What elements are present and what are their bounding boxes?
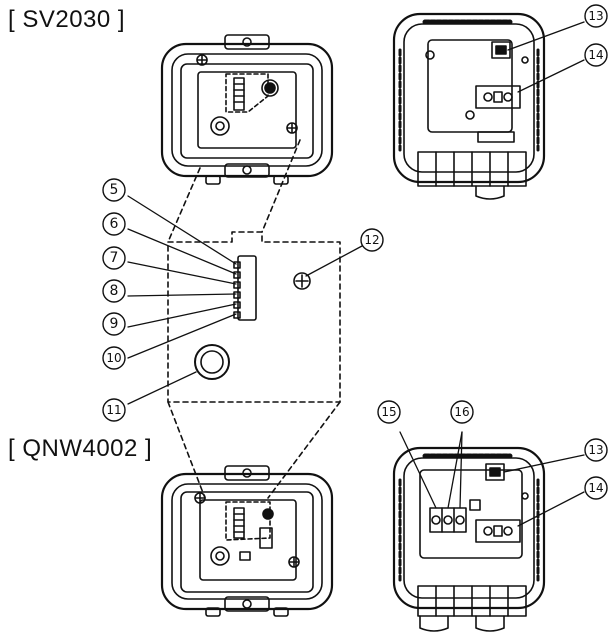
heading-model-sv2030: [ SV2030 ] [8,6,126,33]
sv2030-rear-view-alt [392,12,546,200]
callout-13-top: 13 [588,9,603,23]
callout-15: 15 [381,405,396,419]
leader-lines [127,21,585,527]
enlarged-detail-panel [167,139,341,499]
callout-circles [102,4,608,500]
callout-14-bottom: 14 [588,481,603,495]
qnw4002-rear-view [160,465,334,617]
callout-5: 5 [110,182,119,198]
callout-14-top: 14 [588,48,603,62]
callout-7: 7 [110,250,119,266]
callout-9: 9 [110,316,119,332]
callout-13-bottom: 13 [588,443,603,457]
sv2030-rear-view [160,34,334,185]
callout-6: 6 [110,216,119,232]
qnw4002-rear-view-alt [392,446,546,632]
callout-10: 10 [106,351,121,365]
callout-11: 11 [106,403,121,417]
callout-8: 8 [110,283,119,299]
callout-12: 12 [364,233,379,247]
heading-model-qnw4002: [ QNW4002 ] [8,435,153,462]
callout-16: 16 [454,405,469,419]
